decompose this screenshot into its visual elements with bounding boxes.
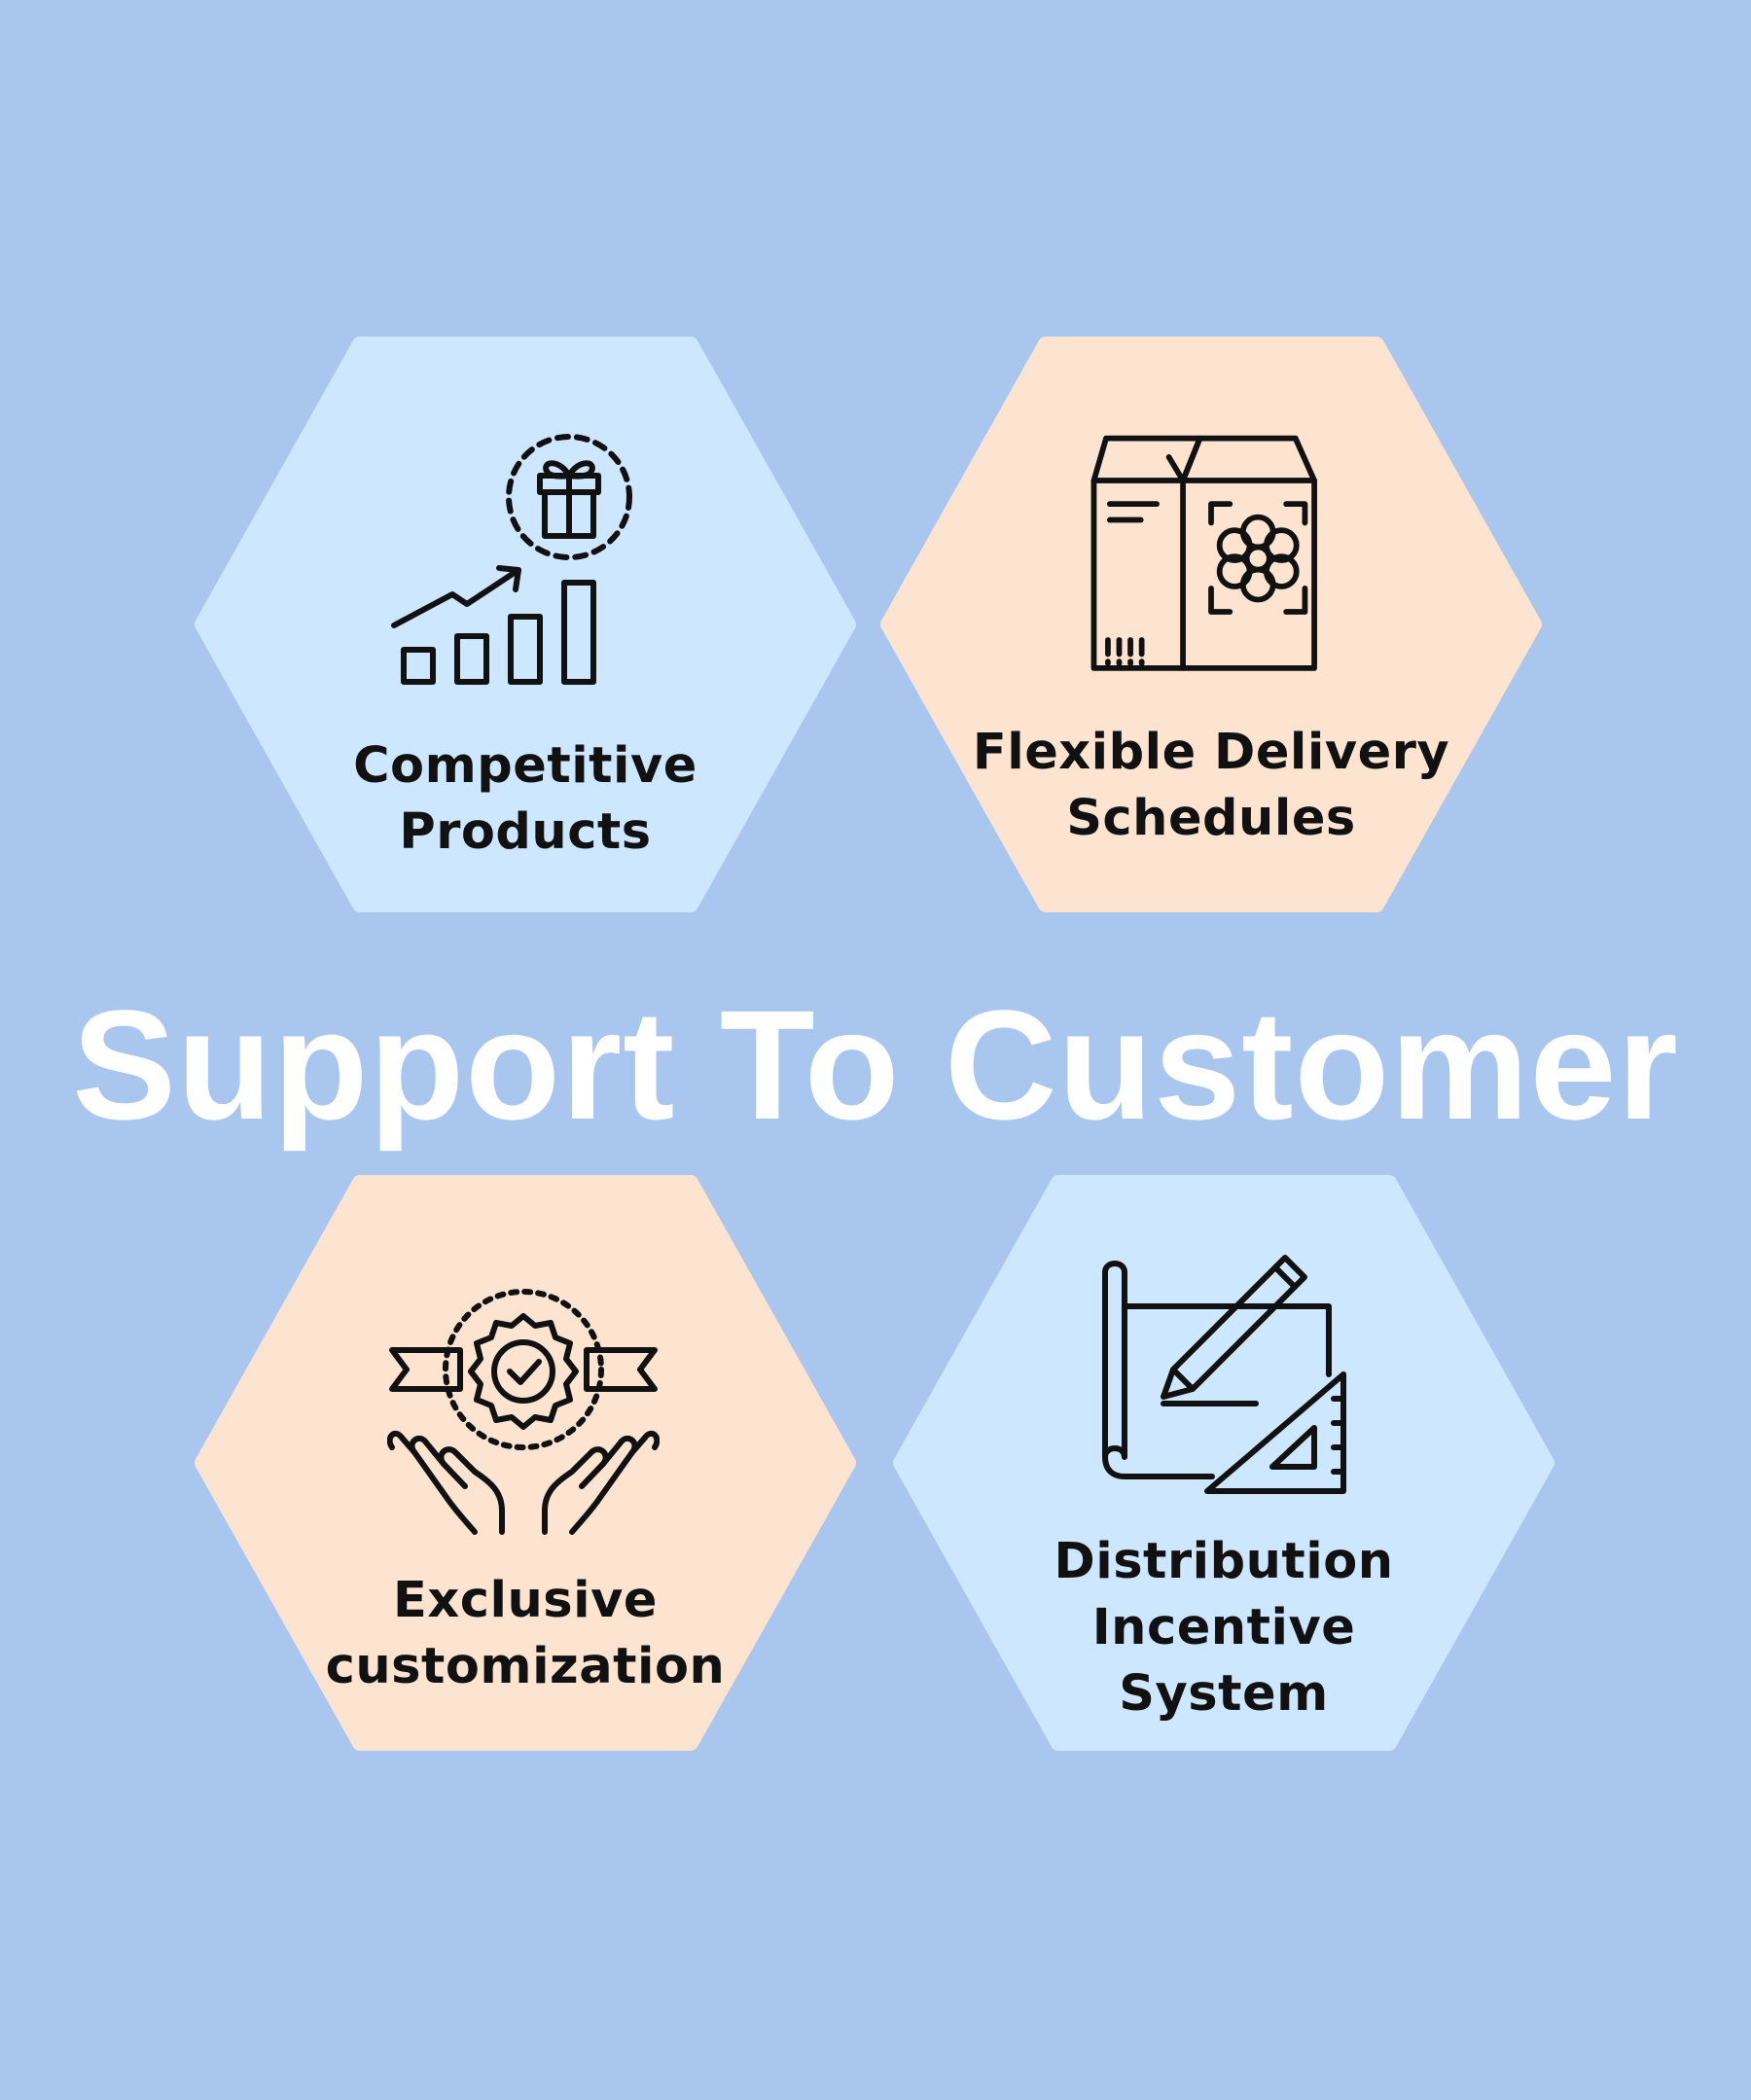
label-line: Competitive [353,737,697,795]
label-line: Distribution [1054,1533,1394,1590]
card-distribution-incentive: Distribution Incentive System [893,1175,1554,1751]
delivery-boxes-icon [1090,435,1317,671]
label-line: System [1119,1665,1329,1723]
award-badge-hands-icon [387,1289,660,1535]
hexagon-background [195,1175,856,1751]
card-label: Distribution Incentive System [893,1529,1554,1727]
growth-chart-gift-icon [391,434,632,685]
card-label: Flexible Delivery Schedules [880,720,1542,852]
label-line: Exclusive [393,1572,658,1629]
page-title: Support To Customer [72,978,1679,1152]
label-line: Products [399,803,652,861]
label-line: customization [325,1638,726,1695]
hexagon-background [880,337,1542,912]
label-line: Schedules [1066,790,1356,847]
card-flexible-delivery: Flexible Delivery Schedules [880,337,1542,912]
blueprint-pencil-ruler-icon [1102,1255,1346,1494]
label-line: Flexible Delivery [972,724,1450,781]
card-label: Exclusive customization [195,1568,856,1700]
hexagon-background [195,337,856,912]
card-label: Competitive Products [195,733,856,866]
card-exclusive-customization: Exclusive customization [195,1175,856,1751]
card-competitive-products: Competitive Products [195,337,856,912]
label-line: Incentive [1091,1599,1356,1656]
hexagon-background [893,1175,1554,1751]
